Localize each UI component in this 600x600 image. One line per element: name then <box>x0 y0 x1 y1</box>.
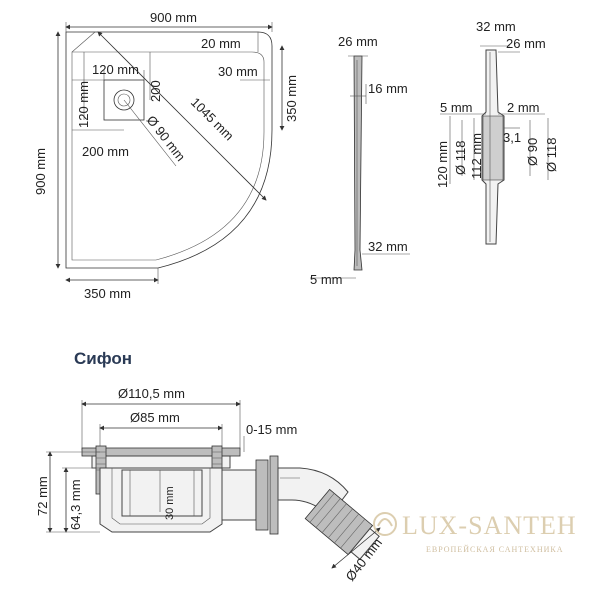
side-32-label: 32 mm <box>368 239 408 254</box>
drain-200-right-label: 200 <box>148 80 163 102</box>
section-118-left-label: Ø 118 <box>453 141 468 175</box>
watermark-tagline: ЕВРОПЕЙСКАЯ САНТЕХНИКА <box>426 545 563 554</box>
tray-chamfer <box>71 31 96 53</box>
siphon-cup <box>121 469 203 517</box>
side-5-label: 5 mm <box>310 272 343 287</box>
section-3-1-label: 3,1 <box>503 130 521 145</box>
siphon-64-label: 64,3 mm <box>68 479 83 530</box>
watermark-brand: LUX-SANTEH <box>402 511 577 540</box>
drain-120-left-label: 120 mm <box>76 81 91 128</box>
siphon-72-label: 72 mm <box>35 476 50 516</box>
section-2-label: 2 mm <box>507 100 540 115</box>
section-26-label: 26 mm <box>506 36 546 51</box>
section-120-label: 120 mm <box>435 141 450 188</box>
drain-200-bottom-label: 200 mm <box>82 144 129 159</box>
side-350-right-label: 350 mm <box>284 75 299 122</box>
drain-120-top-label: 120 mm <box>92 62 139 77</box>
siphon-title: Сифон <box>74 349 132 368</box>
siphon-drawing: Ø110,5 mm Ø85 mm 0-15 mm 30 mm <box>35 386 385 584</box>
tray-top-view: 900 mm 900 mm 20 mm 30 mm 350 mm 350 mm … <box>33 10 299 301</box>
tray-side-view: 26 mm 16 mm 32 mm 5 mm <box>310 34 410 287</box>
side-profile <box>353 55 363 271</box>
section-32-label: 32 mm <box>476 19 516 34</box>
siphon-30-label: 30 mm <box>164 486 176 520</box>
siphon-85-label: Ø85 mm <box>130 410 180 425</box>
side-26-label: 26 mm <box>338 34 378 49</box>
section-118-right-label: Ø 118 <box>544 138 559 172</box>
side-16-label: 16 mm <box>368 81 408 96</box>
edge-30-label: 30 mm <box>218 64 258 79</box>
siphon-range-label: 0-15 mm <box>246 422 297 437</box>
tray-section-view: 32 mm 26 mm 5 mm 2 mm 120 mm Ø 118 112 m… <box>435 19 559 245</box>
border-20-label: 20 mm <box>201 36 241 51</box>
height-label: 900 mm <box>33 148 48 195</box>
siphon-110-label: Ø110,5 mm <box>118 386 185 401</box>
section-90-label: Ø 90 <box>525 138 540 166</box>
side-350-bottom-label: 350 mm <box>84 286 131 301</box>
width-label: 900 mm <box>150 10 197 25</box>
diagonal-line <box>97 31 267 201</box>
section-112-label: 112 mm <box>469 133 484 179</box>
drain-diameter-label: Ø 90 mm <box>144 113 189 164</box>
watermark-logo: LUX-SANTEH ЕВРОПЕЙСКАЯ САНТЕХНИКА <box>373 511 577 554</box>
tray-outline <box>65 31 273 269</box>
section-5-label: 5 mm <box>440 100 473 115</box>
diagonal-label: 1045 mm <box>188 95 237 144</box>
